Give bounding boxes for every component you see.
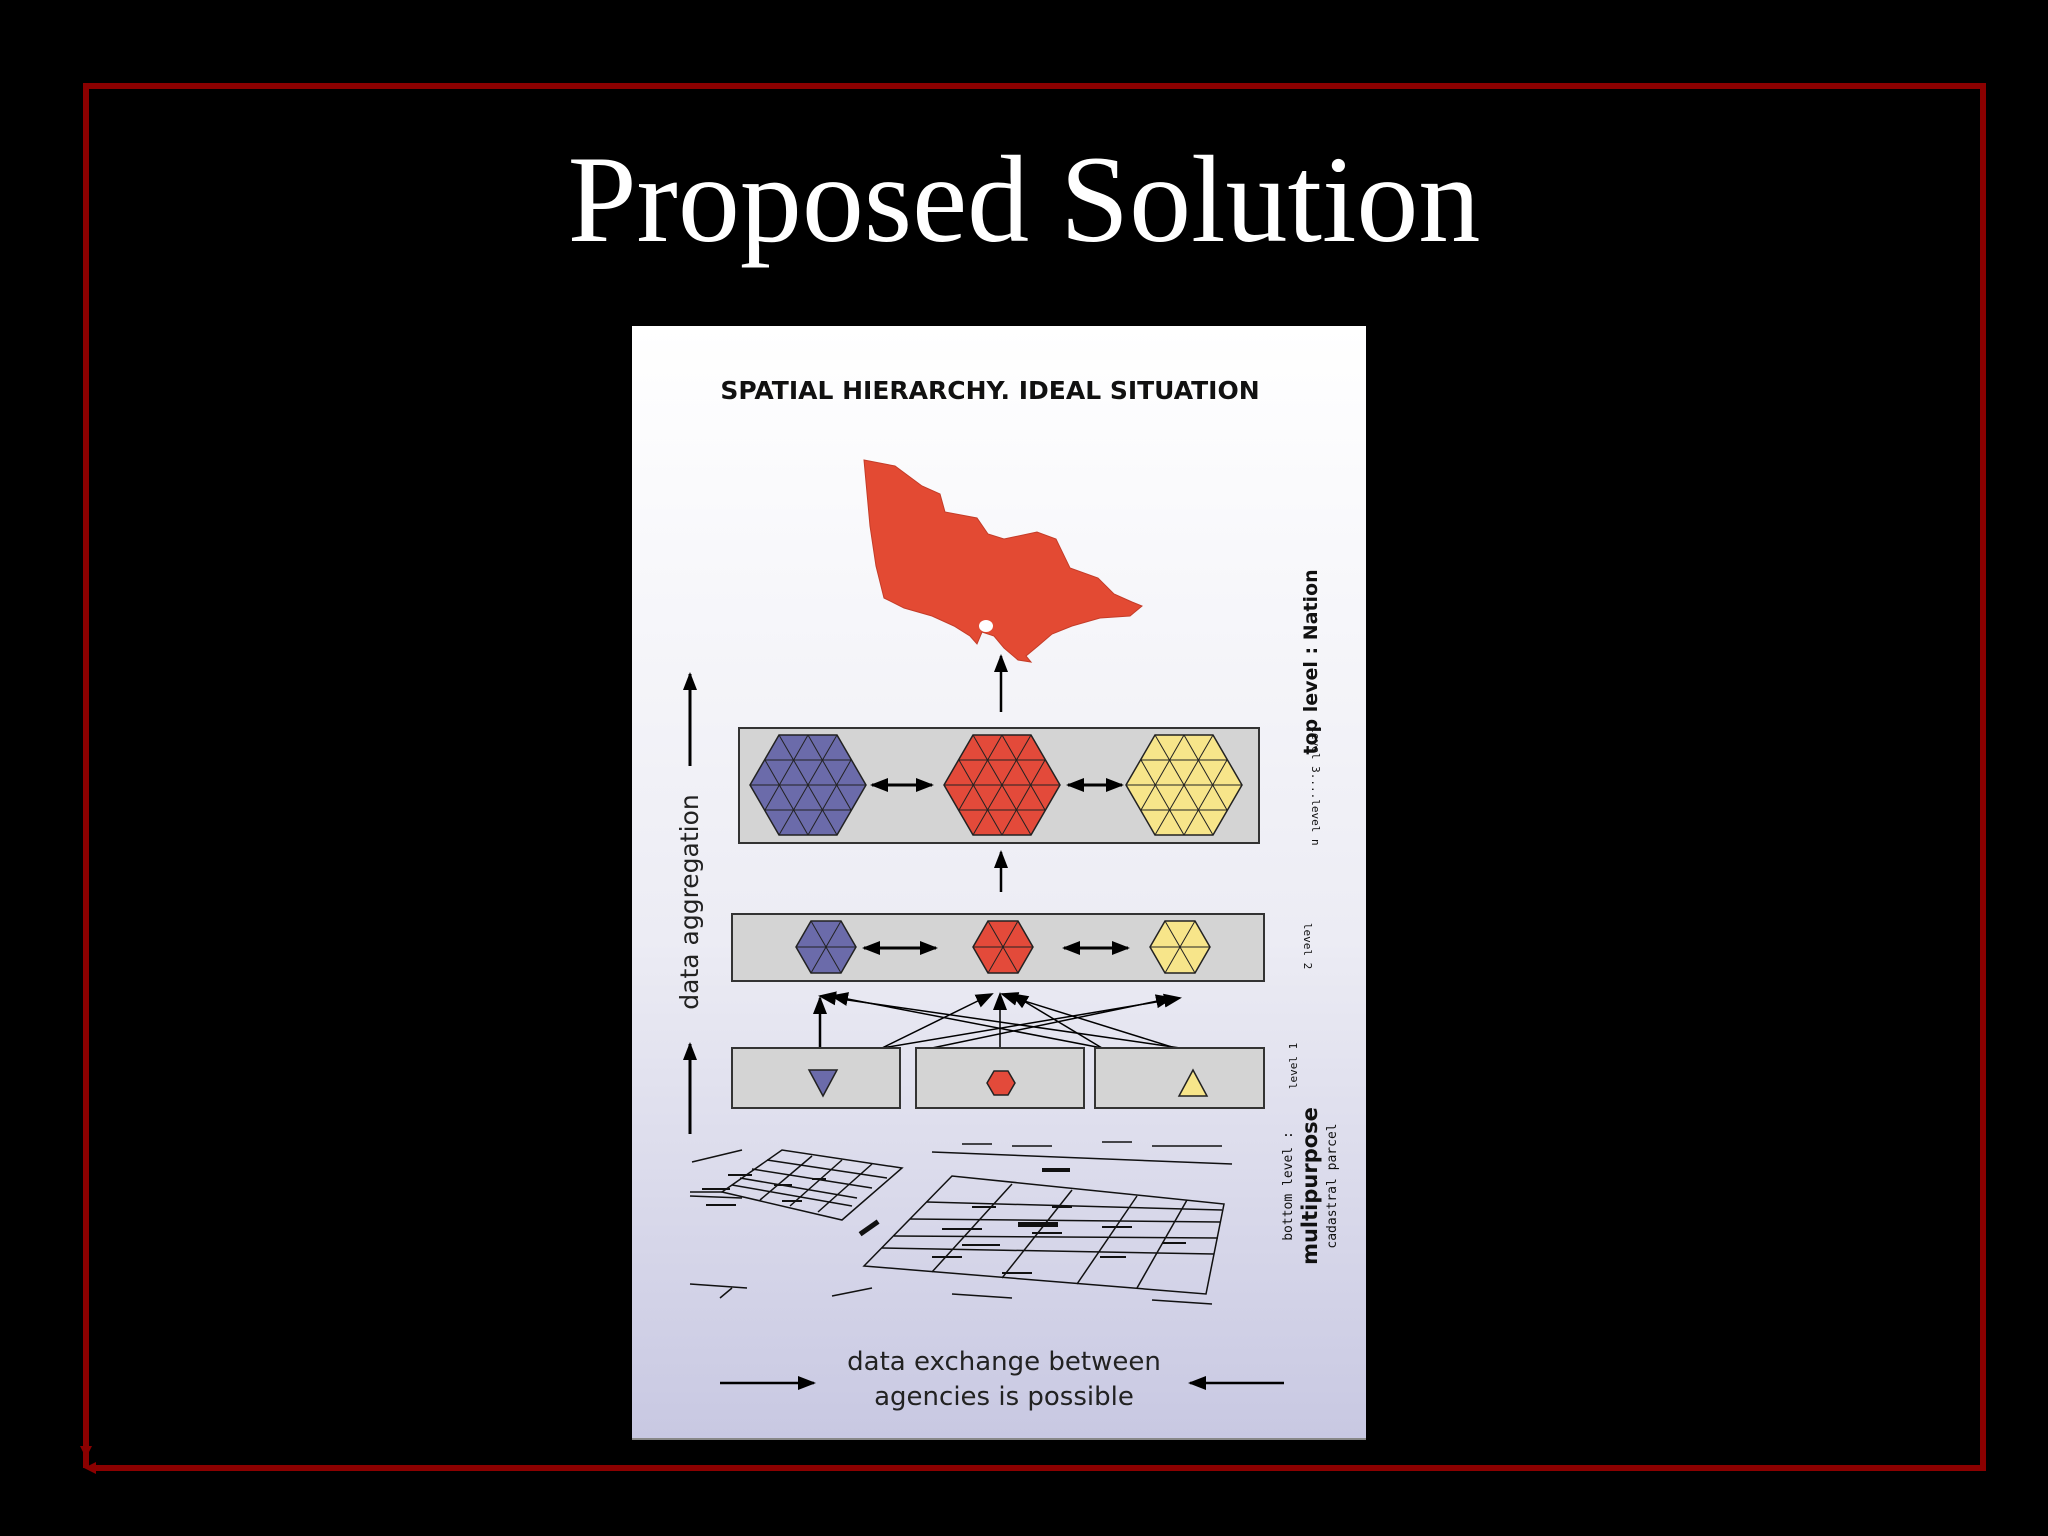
yellow-triangle-up	[1177, 1068, 1209, 1097]
hex-large-yellow	[1125, 734, 1243, 836]
hex-small-yellow	[1149, 920, 1211, 974]
figure-title: SPATIAL HIERARCHY. IDEAL SITUATION	[720, 376, 1259, 405]
bottom-level-label-line1: bottom level :	[1281, 1131, 1296, 1241]
hex-small-red	[972, 920, 1034, 974]
level-label-2: level 2	[1301, 923, 1314, 969]
frame-line	[83, 83, 1986, 1474]
hex-large-red	[943, 734, 1061, 836]
caption-line-2: agencies is possible	[874, 1382, 1134, 1412]
panel-level-1-c	[1094, 1047, 1265, 1109]
caption-line-1: data exchange between	[847, 1347, 1161, 1377]
panel-level-1-b	[915, 1047, 1085, 1109]
cadastral-dots-left	[702, 1174, 880, 1237]
cadastral-dots-right	[932, 1168, 1186, 1274]
level-label-1: level 1	[1287, 1043, 1300, 1089]
bottom-level-label: bottom level : multipurpose cadastral pa…	[1281, 1107, 1340, 1265]
red-hexagon	[986, 1070, 1016, 1096]
hex-small-blue	[795, 920, 857, 974]
level-label-top: top level : Nation	[1300, 569, 1322, 754]
blue-triangle-down	[807, 1069, 839, 1098]
spatial-hierarchy-figure: SPATIAL HIERARCHY. IDEAL SITUATION top l…	[632, 326, 1366, 1440]
aggregation-arrows	[813, 991, 1182, 1049]
hex-large-blue	[749, 734, 867, 836]
bottom-level-label-line2: multipurpose	[1298, 1107, 1322, 1265]
nation-shape	[863, 459, 1143, 663]
bottom-level-label-line3: cadastral parcel	[1325, 1123, 1340, 1248]
level-label-n: level 3....level n	[1309, 726, 1322, 845]
data-aggregation-label: data aggregation	[675, 794, 704, 1010]
figure-background	[632, 326, 1366, 1440]
nation-bay	[979, 620, 993, 632]
cadastral-parcels-left	[689, 1149, 904, 1299]
slide-title: Proposed Solution	[567, 131, 1481, 268]
